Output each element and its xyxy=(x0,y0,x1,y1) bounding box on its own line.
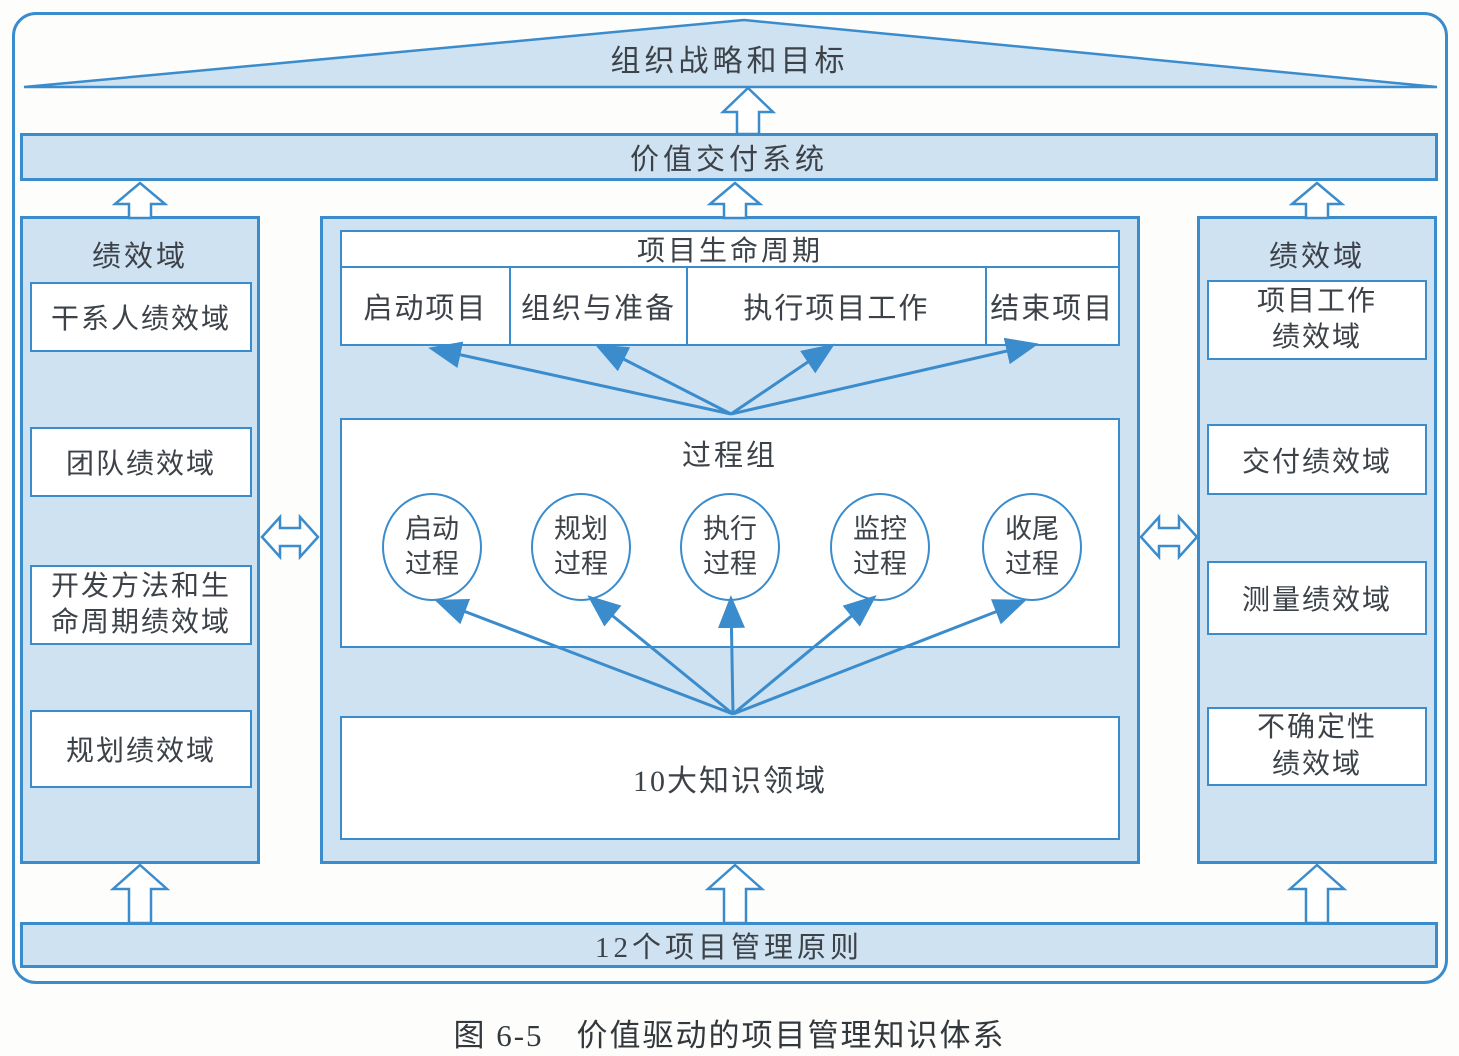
figure-caption: 图 6-5 价值驱动的项目管理知识体系 xyxy=(453,1018,1006,1053)
project-work-domain-label: 项目工作 绩效域 xyxy=(1256,285,1377,353)
stakeholder-domain-box: 干系人绩效域 xyxy=(30,282,252,352)
delivery-domain-box: 交付绩效域 xyxy=(1207,424,1427,495)
phase-carry-out-work: 执行项目工作 xyxy=(688,268,987,344)
strategy-triangle-label: 组织战略和目标 xyxy=(610,45,849,78)
lifecycle-title-label: 项目生命周期 xyxy=(636,236,823,267)
outer-border xyxy=(12,12,1448,984)
planning-process-label: 规划 过程 xyxy=(554,513,608,579)
principles-bar-label: 12个项目管理原则 xyxy=(594,932,863,964)
monitoring-process-label: 监控 过程 xyxy=(853,513,907,579)
phase-start-project: 启动项目 xyxy=(342,268,511,344)
team-domain-label: 团队绩效域 xyxy=(65,449,216,480)
stakeholder-domain-label: 干系人绩效域 xyxy=(50,304,231,335)
uncertainty-domain-box: 不确定性 绩效域 xyxy=(1207,707,1427,786)
knowledge-areas-label: 10大知识领域 xyxy=(633,765,827,798)
planning-domain-label: 规划绩效域 xyxy=(65,736,216,767)
closing-process-label: 收尾 过程 xyxy=(1005,513,1059,579)
lifecycle-phase-row: 启动项目 组织与准备 执行项目工作 结束项目 xyxy=(340,268,1120,346)
knowledge-areas-box: 10大知识领域 xyxy=(340,716,1120,840)
monitoring-process-circle: 监控 过程 xyxy=(830,493,930,601)
principles-bar: 12个项目管理原则 xyxy=(20,922,1438,968)
left-panel-title: 绩效域 xyxy=(91,241,188,273)
measurement-domain-label: 测量绩效域 xyxy=(1241,585,1392,616)
phase-close-project-label: 结束项目 xyxy=(990,293,1115,325)
phase-carry-out-work-label: 执行项目工作 xyxy=(743,293,930,325)
phase-close-project: 结束项目 xyxy=(987,268,1118,344)
process-group-title: 过程组 xyxy=(681,440,778,472)
executing-process-label: 执行 过程 xyxy=(703,513,757,579)
project-work-domain-box: 项目工作 绩效域 xyxy=(1207,280,1427,360)
measurement-domain-box: 测量绩效域 xyxy=(1207,561,1427,635)
phase-start-project-label: 启动项目 xyxy=(363,293,488,325)
team-domain-box: 团队绩效域 xyxy=(30,427,252,497)
phase-organize-prepare-label: 组织与准备 xyxy=(521,293,677,325)
uncertainty-domain-label: 不确定性 绩效域 xyxy=(1256,712,1377,780)
initiating-process-label: 启动 过程 xyxy=(405,513,459,579)
initiating-process-circle: 启动 过程 xyxy=(382,493,482,601)
dev-approach-lifecycle-domain-label: 开发方法和生 命周期绩效域 xyxy=(50,570,231,638)
planning-process-circle: 规划 过程 xyxy=(531,493,631,601)
executing-process-circle: 执行 过程 xyxy=(680,493,780,601)
phase-organize-prepare: 组织与准备 xyxy=(511,268,689,344)
closing-process-circle: 收尾 过程 xyxy=(982,493,1082,601)
right-panel-title: 绩效域 xyxy=(1268,241,1365,273)
planning-domain-box: 规划绩效域 xyxy=(30,710,252,788)
delivery-domain-label: 交付绩效域 xyxy=(1241,446,1392,478)
value-delivery-label: 价值交付系统 xyxy=(629,144,828,176)
value-delivery-bar: 价值交付系统 xyxy=(20,133,1438,181)
lifecycle-title-box: 项目生命周期 xyxy=(340,230,1120,268)
dev-approach-lifecycle-domain-box: 开发方法和生 命周期绩效域 xyxy=(30,565,252,645)
